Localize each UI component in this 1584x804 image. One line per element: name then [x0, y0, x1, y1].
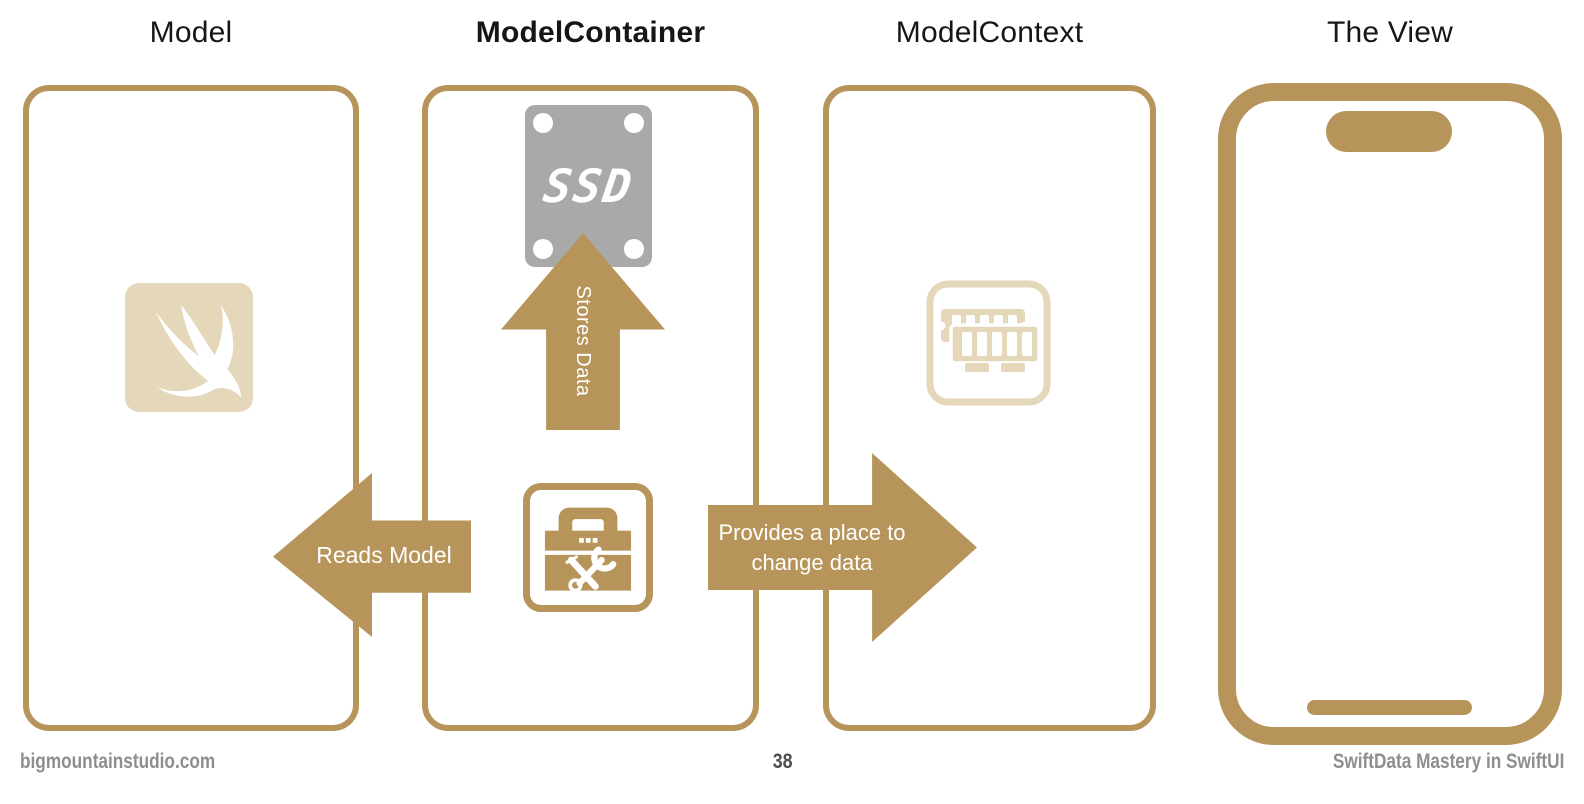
ssd-screw-hole — [533, 113, 553, 133]
footer-website-text: bigmountainstudio.com — [20, 750, 216, 773]
arrow-stores-data-label: Stores Data — [572, 285, 594, 397]
column-title-model-context: ModelContext — [895, 16, 1084, 49]
arrow-provides-line2: change data — [751, 549, 873, 575]
card-model-context — [823, 85, 1156, 731]
column-title-the-view: The View — [1326, 16, 1454, 49]
dynamic-island — [1326, 111, 1452, 152]
ram-glyph — [926, 280, 1051, 406]
home-indicator — [1307, 700, 1472, 715]
footer-website: bigmountainstudio.com — [20, 749, 258, 775]
ram-memory-icon — [925, 279, 1052, 407]
column-title-model: Model — [149, 16, 233, 49]
ssd-label: SSD — [540, 159, 637, 213]
toolbox-icon — [523, 483, 653, 612]
swift-bird-glyph — [155, 305, 242, 398]
ssd-screw-hole — [624, 239, 644, 259]
footer-page-number-text: 38 — [773, 750, 793, 773]
toolbox-glyph — [544, 507, 632, 593]
footer-page-number: 38 — [683, 749, 883, 775]
arrow-provides-change-label: Provides a place to change data — [708, 518, 916, 578]
ssd-screw-hole — [533, 239, 553, 259]
footer-book-title-text: SwiftData Mastery in SwiftUI — [1332, 750, 1564, 773]
footer-book-title: SwiftData Mastery in SwiftUI — [1282, 749, 1564, 775]
swift-logo-icon — [125, 283, 253, 412]
iphone-frame — [1218, 83, 1562, 745]
arrow-provides-line1: Provides a place to — [718, 519, 906, 545]
arrow-reads-model-label: Reads Model — [316, 542, 452, 568]
column-title-model-container: ModelContainer — [475, 16, 706, 49]
ssd-screw-hole — [624, 113, 644, 133]
